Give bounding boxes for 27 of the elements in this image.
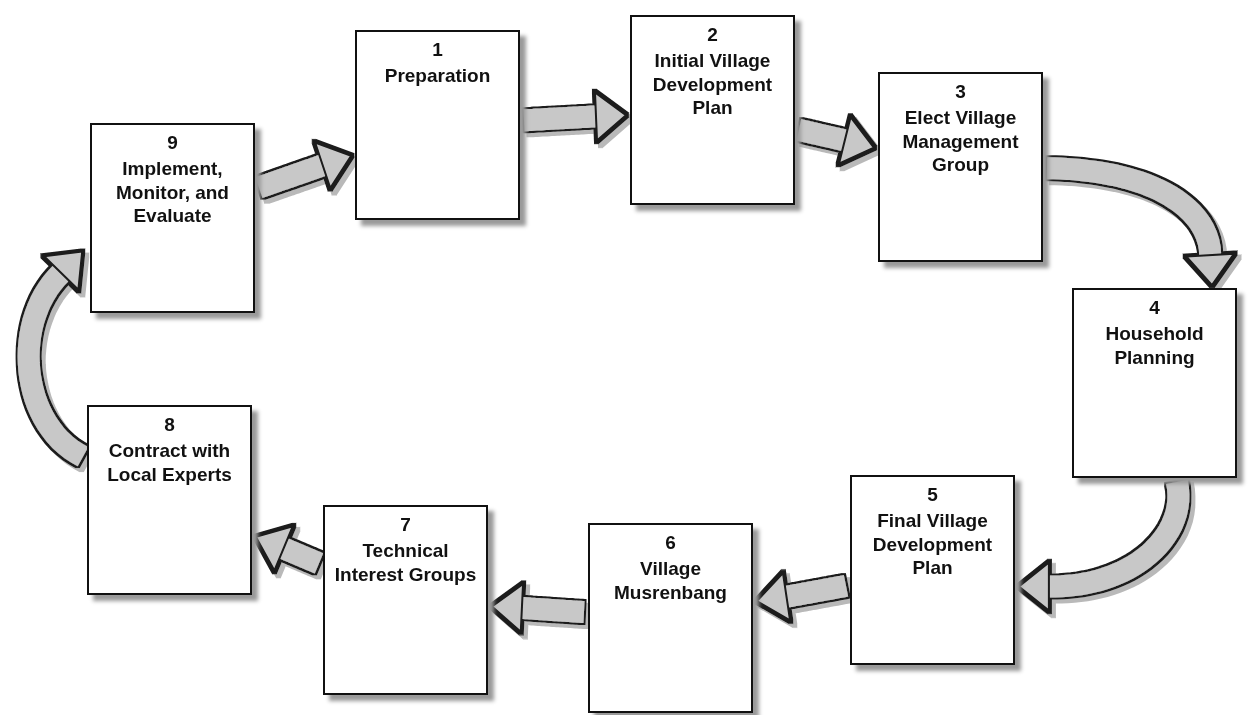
- step-number: 6: [665, 531, 676, 555]
- step-box: [355, 30, 520, 220]
- step-title: Contract with Local Experts: [106, 438, 233, 487]
- step-number: 7: [400, 513, 411, 537]
- step-title: Preparation: [384, 63, 491, 88]
- step-box: [90, 123, 255, 313]
- step-number: 9: [167, 131, 178, 155]
- step-box: [323, 505, 488, 695]
- step-number: 8: [164, 413, 175, 437]
- step-box: [878, 72, 1043, 262]
- step-title: Final Village Development Plan: [871, 508, 994, 580]
- step-title: Elect Village Management Group: [901, 105, 1020, 177]
- step-box: [87, 405, 252, 595]
- step-title: Village Musrenbang: [613, 556, 728, 605]
- step-title: Initial Village Development Plan: [651, 48, 774, 120]
- step-title: Implement, Monitor, and Evaluate: [115, 156, 230, 228]
- step-number: 3: [955, 80, 966, 104]
- step-box: [850, 475, 1015, 665]
- step-box: [630, 15, 795, 205]
- step-box: [1072, 288, 1237, 478]
- step-box: [588, 523, 753, 713]
- step-title: Technical Interest Groups: [333, 538, 478, 587]
- step-title: Household Planning: [1104, 321, 1205, 370]
- step-number: 1: [432, 38, 443, 62]
- step-number: 2: [707, 23, 718, 47]
- step-number: 4: [1149, 296, 1160, 320]
- step-number: 5: [927, 483, 938, 507]
